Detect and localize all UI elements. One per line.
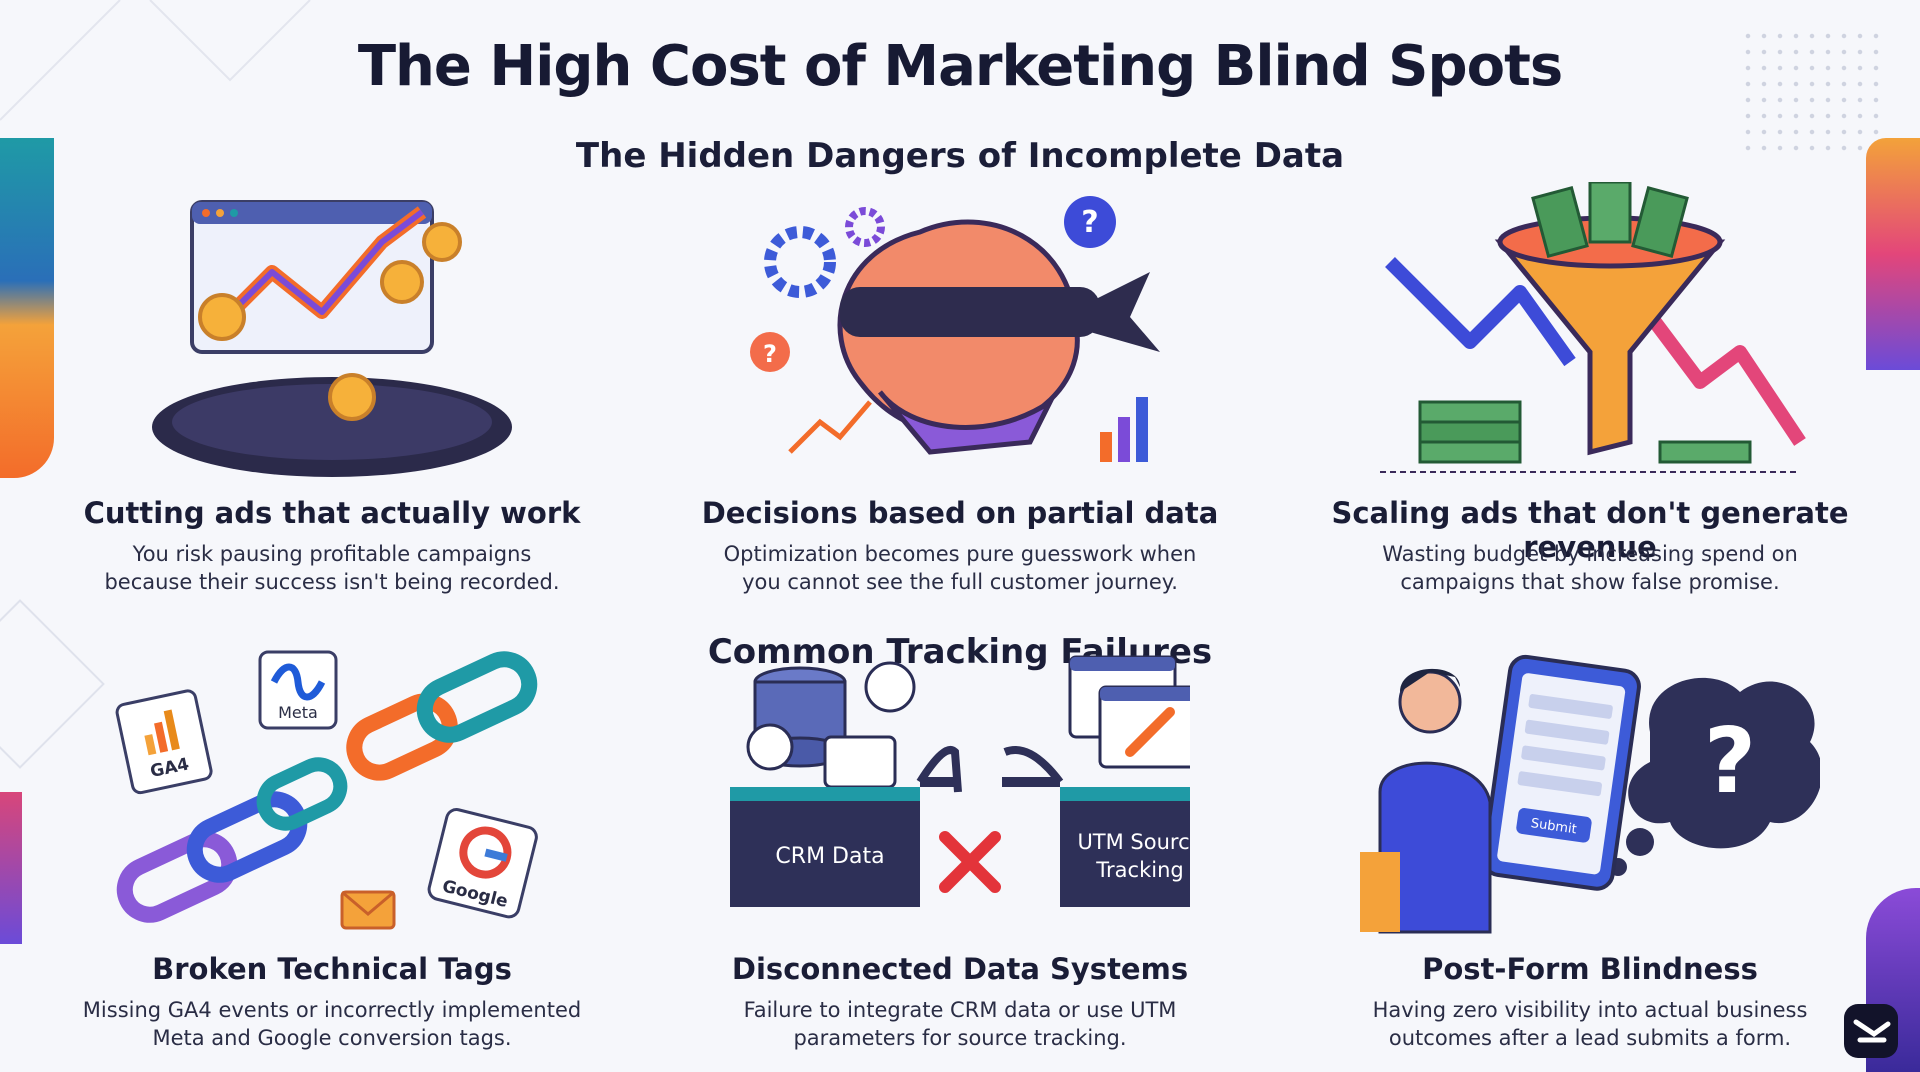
decorative-band (0, 138, 54, 478)
svg-text:?: ? (1081, 205, 1098, 240)
decorative-band (0, 792, 22, 944)
svg-text:?: ? (1704, 709, 1756, 814)
falling-chart-coins-icon (102, 182, 562, 492)
danger-card-scaling-ads: Scaling ads that don't generate revenue … (1310, 182, 1870, 594)
failure-text: Failure to integrate CRM data or use UTM… (743, 998, 1177, 1050)
failure-text: Missing GA4 events or incorrectly implem… (82, 998, 582, 1050)
decorative-lines (0, 0, 311, 121)
failure-card-broken-tags: GA4 Meta Google Broken Technical Tags Mi… (52, 642, 612, 1050)
brand-logo-icon (1844, 1004, 1898, 1058)
decorative-band (1866, 138, 1920, 370)
decorative-dots (1740, 28, 1880, 158)
broken-chain-icon: GA4 Meta Google (102, 642, 562, 952)
failure-card-disconnected-systems: CRM Data UTM Source Tracking Disconnecte… (680, 642, 1240, 1050)
danger-text: Optimization becomes pure guesswork when… (723, 542, 1197, 594)
blindfolded-brain-icon: ? ? (730, 182, 1190, 492)
danger-heading: Decisions based on partial data (701, 496, 1219, 530)
meta-label: Meta (278, 703, 318, 722)
submit-button-label: Submit (1530, 816, 1578, 837)
failure-card-post-form-blindness: ? Submit Post-Form Blindn (1310, 642, 1870, 1050)
failure-text: Having zero visibility into actual busin… (1372, 998, 1808, 1050)
danger-heading: Scaling ads that don't generate revenue (1331, 496, 1849, 564)
page-title: The High Cost of Marketing Blind Spots (357, 34, 1563, 99)
broken-bridge-icon: CRM Data UTM Source Tracking (730, 642, 1190, 952)
failure-heading: Post-Form Blindness (1422, 952, 1758, 986)
danger-text: You risk pausing profitable campaigns be… (104, 542, 560, 594)
failure-heading: Disconnected Data Systems (731, 952, 1189, 986)
money-funnel-icon (1360, 182, 1820, 492)
utm-source-label: UTM Source (1077, 830, 1190, 854)
crm-data-label: CRM Data (775, 844, 884, 869)
danger-card-partial-data: ? ? Decisions based on partial data Opti… (680, 182, 1240, 594)
svg-text:?: ? (763, 340, 777, 368)
danger-card-cutting-ads: Cutting ads that actually work You risk … (52, 182, 612, 594)
danger-heading: Cutting ads that actually work (83, 496, 581, 530)
section-title-dangers: The Hidden Dangers of Incomplete Data (575, 136, 1345, 176)
danger-text: Wasting budget by increasing spend on ca… (1382, 542, 1798, 594)
failure-heading: Broken Technical Tags (152, 952, 512, 986)
form-submit-question-icon: ? Submit (1360, 642, 1820, 952)
utm-tracking-label: Tracking (1095, 858, 1183, 882)
